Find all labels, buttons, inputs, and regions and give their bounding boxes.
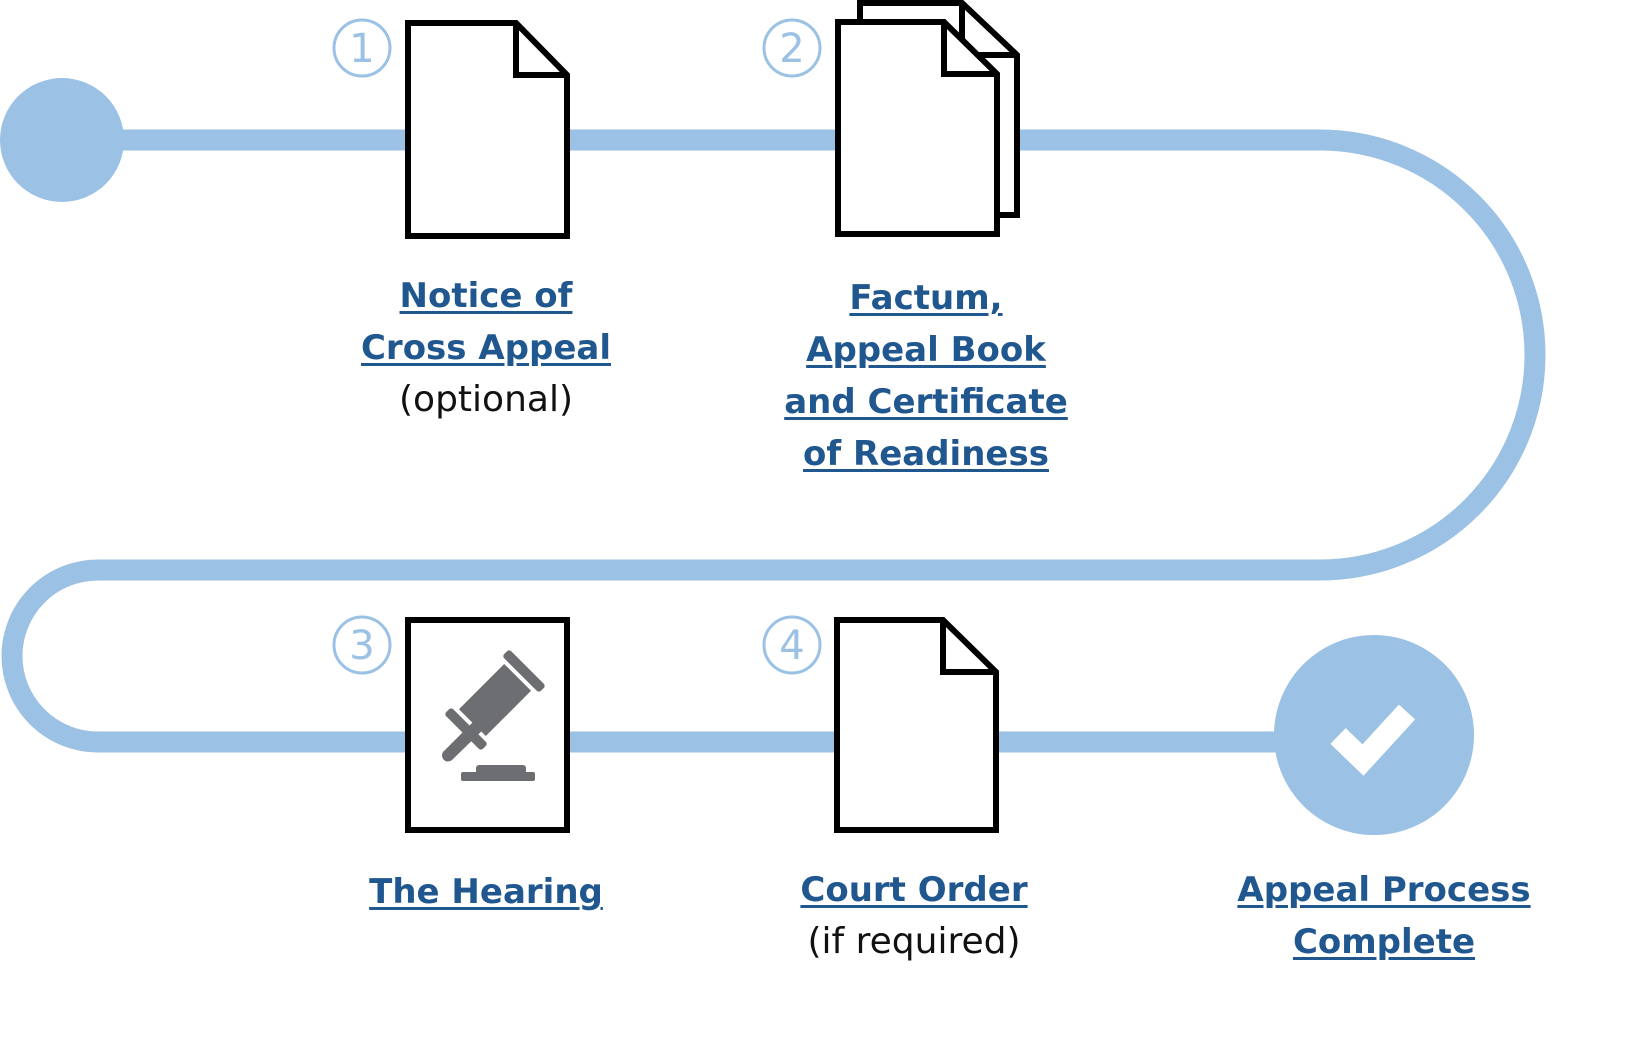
step-1-title-line: Notice of bbox=[399, 276, 573, 316]
completion-title-line: Appeal Process bbox=[1237, 870, 1531, 910]
step-2-number-badge: 2 bbox=[762, 18, 822, 78]
step-3-title-link[interactable]: The Hearing bbox=[336, 866, 636, 918]
step-1-label: Notice of Cross Appeal (optional) bbox=[336, 270, 636, 426]
step-3-title-line: The Hearing bbox=[369, 872, 603, 912]
step-2-title-line: Factum, bbox=[849, 278, 1003, 318]
step-3-number-badge: 3 bbox=[332, 615, 392, 675]
step-4-number-badge: 4 bbox=[762, 615, 822, 675]
step-4-number: 4 bbox=[779, 623, 804, 669]
step-2-title-line: of Readiness bbox=[803, 434, 1049, 474]
step-2-title-line: Appeal Book bbox=[806, 330, 1046, 370]
step-2-number: 2 bbox=[779, 26, 804, 72]
completion-title-link[interactable]: Appeal Process Complete bbox=[1234, 864, 1534, 968]
step-4-label: Court Order (if required) bbox=[764, 864, 1064, 968]
gavel-icon bbox=[441, 650, 545, 781]
step-1-number-badge: 1 bbox=[332, 18, 392, 78]
stacked-documents-icon bbox=[835, 0, 1020, 237]
completion-circle bbox=[1274, 635, 1474, 835]
process-path bbox=[1, 129, 1546, 753]
document-icon bbox=[405, 20, 570, 239]
step-2-title-link[interactable]: Factum, Appeal Book and Certificate of R… bbox=[766, 272, 1086, 480]
step-1-title-line: Cross Appeal bbox=[360, 328, 612, 368]
step-3-number: 3 bbox=[349, 623, 374, 669]
step-3-label: The Hearing bbox=[336, 866, 636, 918]
completion-title-line: Complete bbox=[1292, 922, 1476, 962]
start-dot bbox=[0, 78, 124, 202]
step-1-title-link[interactable]: Notice of Cross Appeal bbox=[336, 270, 636, 374]
step-2-label: Factum, Appeal Book and Certificate of R… bbox=[766, 272, 1086, 480]
step-4-title-link[interactable]: Court Order bbox=[764, 864, 1064, 916]
step-1-note: (optional) bbox=[399, 379, 573, 420]
checkmark-icon bbox=[1330, 704, 1416, 776]
completion-label: Appeal Process Complete bbox=[1234, 864, 1534, 968]
step-4-title-line: Court Order bbox=[800, 870, 1028, 910]
step-2-title-line: and Certificate bbox=[784, 382, 1068, 422]
step-4-note: (if required) bbox=[807, 921, 1021, 962]
document-icon bbox=[834, 617, 999, 833]
gavel-document-icon bbox=[405, 617, 570, 833]
step-1-number: 1 bbox=[349, 26, 374, 72]
